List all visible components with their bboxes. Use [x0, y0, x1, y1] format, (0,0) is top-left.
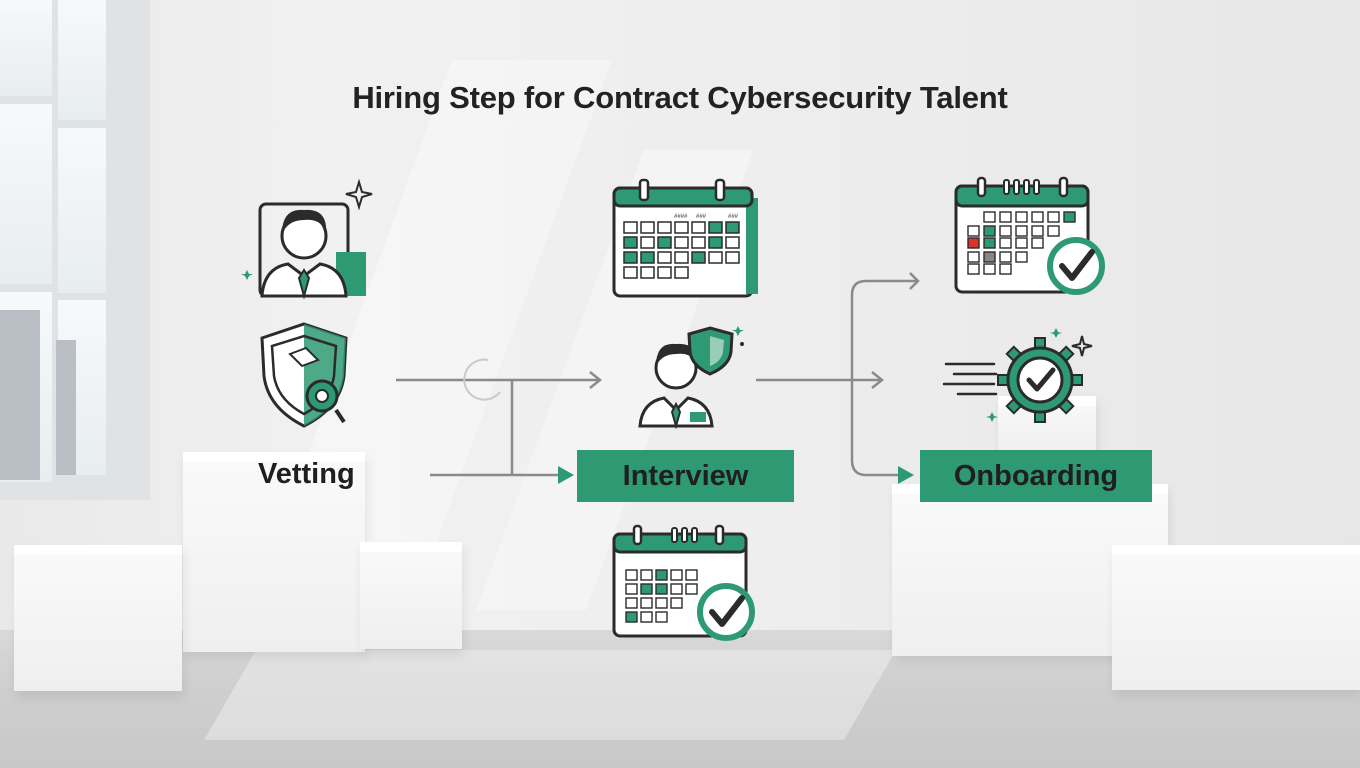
pedestal — [183, 452, 365, 652]
security-shield-gear-icon — [260, 322, 348, 428]
pedestal — [1112, 545, 1360, 690]
step-label-onboarding: Onboarding — [953, 459, 1119, 492]
window — [0, 0, 150, 500]
pedestal — [360, 542, 462, 649]
calendar-header-3: ### — [728, 214, 739, 220]
step-label-interview: Interview — [622, 459, 749, 492]
calendar-icon: #### ### ### — [612, 178, 758, 298]
step-label-vetting: Vetting — [258, 458, 355, 490]
gear-check-icon — [942, 328, 1093, 423]
candidate-portrait-icon — [241, 178, 373, 300]
calendar-header-1: #### — [674, 214, 688, 220]
step-box-onboarding: Onboarding — [920, 450, 1152, 502]
diagram-title: Hiring Step for Contract Cybersecurity T… — [352, 80, 1008, 115]
pedestal — [14, 545, 182, 691]
interviewer-shield-icon — [638, 326, 744, 430]
calendar-check-icon — [612, 524, 755, 641]
calendar-check-icon — [954, 176, 1105, 295]
calendar-header-2: ### — [696, 214, 707, 220]
step-box-interview: Interview — [577, 450, 794, 502]
